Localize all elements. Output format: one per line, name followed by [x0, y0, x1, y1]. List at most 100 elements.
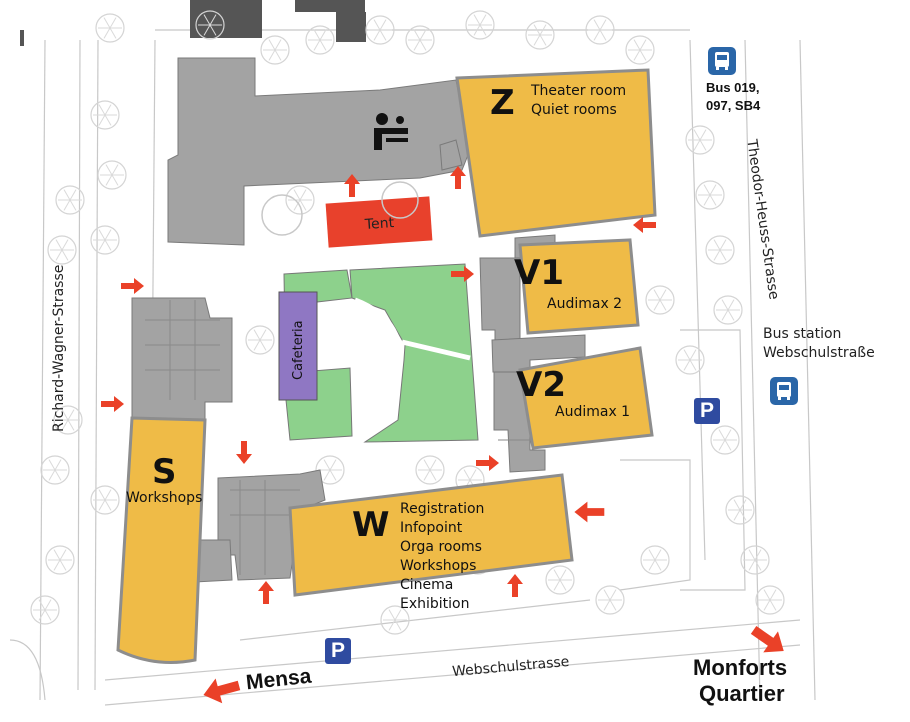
- tree-icon: [67, 419, 75, 431]
- building-w-line-3: Orga rooms: [400, 539, 482, 555]
- tree-icon: [109, 17, 117, 29]
- building-w-line-4: Workshops: [400, 558, 477, 574]
- parking-icon-south: P: [325, 638, 351, 664]
- tree-icon: [769, 589, 777, 601]
- tree-icon: [103, 27, 111, 39]
- tree-icon: [479, 24, 487, 36]
- tree-icon: [293, 199, 301, 211]
- tree-icon: [47, 235, 77, 265]
- tree-icon: [754, 549, 762, 561]
- tree-icon: [105, 174, 113, 186]
- tree-icon: [633, 39, 641, 51]
- tree-icon: [739, 509, 747, 521]
- building-z-letter: Z: [490, 83, 515, 123]
- tree-icon: [63, 189, 71, 201]
- tree-icon: [329, 469, 337, 481]
- gray-v2-corridor: [491, 334, 586, 373]
- tree-icon: [38, 609, 46, 621]
- destination-monforts-line-1: Monforts: [693, 655, 788, 680]
- bus-icon: [777, 382, 791, 400]
- tree-icon: [654, 559, 662, 571]
- tree-icon: [195, 10, 225, 40]
- tree-icon: [245, 325, 275, 355]
- cafeteria-shape: [278, 291, 318, 401]
- building-w-line-1: Registration: [400, 501, 485, 517]
- tree-icon: [654, 549, 662, 561]
- street-richard-wagner: Richard-Wagner-Strasse: [51, 264, 67, 432]
- garden-paths: [354, 297, 471, 413]
- tree-icon: [659, 299, 667, 311]
- tree-icon: [713, 295, 743, 325]
- tree-icon: [209, 14, 217, 26]
- tree-icon: [323, 469, 331, 481]
- tree-icon: [380, 605, 410, 635]
- tree-icon: [683, 349, 691, 361]
- tree-icon: [413, 29, 421, 41]
- tree-icon: [388, 619, 396, 631]
- building-w-line-5: Cinema: [400, 577, 454, 593]
- building-s-line-1: Workshops: [126, 490, 203, 506]
- tree-icon: [593, 19, 601, 31]
- tree-icon: [98, 489, 106, 501]
- building-w-line-6: Exhibition: [400, 596, 470, 612]
- tree-icon: [90, 225, 120, 255]
- tree-icon: [55, 185, 85, 215]
- building-v2-line-1: Audimax 1: [555, 404, 631, 420]
- tree-icon: [640, 545, 670, 575]
- tree-icon: [709, 184, 717, 196]
- tree-icon: [705, 235, 735, 265]
- tree-icon: [724, 429, 732, 441]
- tree-icon: [111, 164, 119, 176]
- tree-icon: [259, 339, 267, 351]
- tree-icon: [419, 29, 427, 41]
- tree-icon: [429, 469, 437, 481]
- tree-icon: [585, 15, 615, 45]
- tree-icon: [755, 585, 785, 615]
- arrow-icon: [258, 581, 274, 604]
- tree-icon: [55, 249, 63, 261]
- tree-icon: [67, 409, 75, 421]
- tree-icon: [539, 24, 547, 36]
- tree-icon: [105, 164, 113, 176]
- tree-icon: [53, 549, 61, 561]
- tree-icon: [648, 549, 656, 561]
- tree-icon: [653, 299, 661, 311]
- bus-lines-line-2: 097, SB4: [706, 98, 761, 113]
- tree-icon: [40, 455, 70, 485]
- tree-icon: [609, 599, 617, 611]
- tree-icon: [733, 499, 741, 511]
- tree-icon: [763, 589, 771, 601]
- round-features: [261, 181, 419, 236]
- tree-icon: [639, 39, 647, 51]
- tent-shape: [325, 196, 433, 248]
- tree-icon: [685, 125, 715, 155]
- tree-icon: [718, 429, 726, 441]
- tree-icon: [104, 114, 112, 126]
- tree-icon: [319, 39, 327, 51]
- tree-icon: [695, 180, 725, 210]
- tree-icon: [44, 609, 52, 621]
- tree-icon: [703, 184, 711, 196]
- bus-icon: [715, 52, 729, 70]
- tree-icon: [323, 459, 331, 471]
- tree-icon: [268, 39, 276, 51]
- tree-icon: [693, 129, 701, 141]
- tree-icon: [268, 49, 276, 61]
- tree-icon: [388, 609, 396, 621]
- tree-icon: [109, 27, 117, 39]
- building-s-letter: S: [152, 452, 177, 492]
- tree-icon: [721, 299, 729, 311]
- tree-icon: [98, 499, 106, 511]
- destination-monforts-line-2: Quartier: [699, 681, 785, 706]
- bus-icon-station: [770, 377, 798, 405]
- arrow-icon: [476, 455, 499, 471]
- building-w-letter: W: [352, 505, 390, 545]
- building-v1-line-1: Audimax 2: [547, 296, 623, 312]
- tree-icon: [44, 599, 52, 611]
- building-v1: [518, 238, 640, 335]
- tree-icon: [559, 569, 567, 581]
- cafeteria-label: Cafeteria: [291, 320, 306, 380]
- tent-label: Tent: [364, 215, 395, 233]
- arrow-icon: [236, 441, 252, 464]
